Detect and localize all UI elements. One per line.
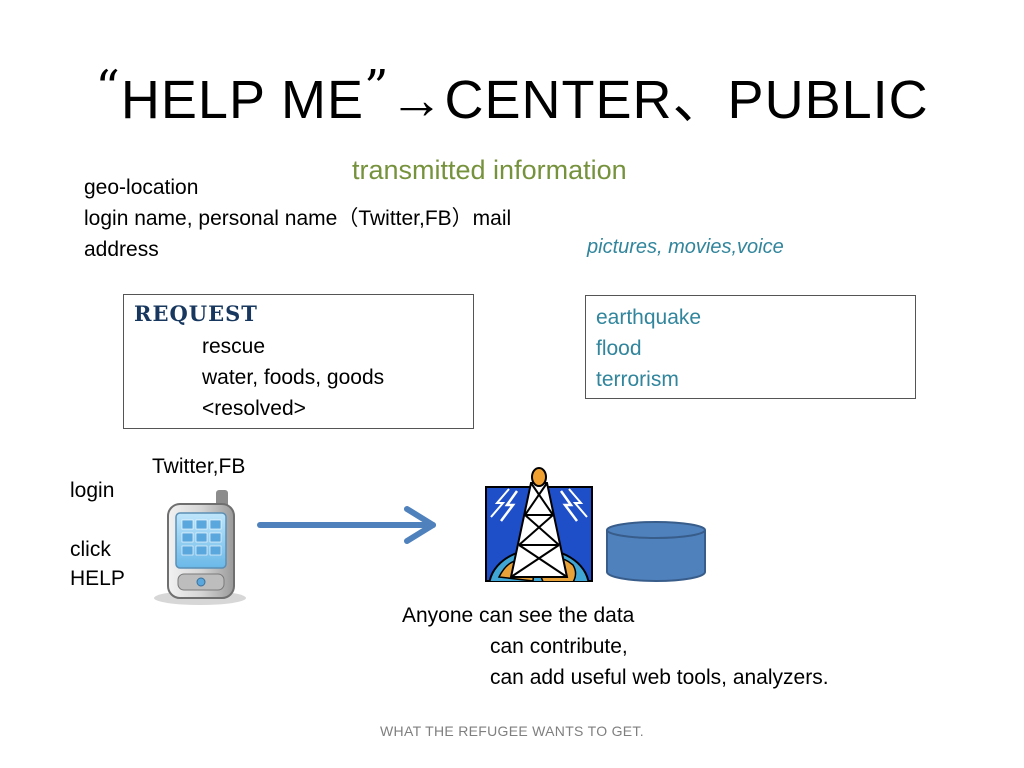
request-item-rescue: rescue [202, 335, 266, 358]
database-icon [606, 521, 706, 582]
disaster-item-flood: flood [596, 337, 642, 360]
request-item-resolved: <resolved> [202, 397, 306, 420]
media-types-label: pictures, movies,voice [587, 236, 784, 258]
click-label: click [70, 538, 111, 561]
request-header: REQUEST [134, 301, 258, 326]
disaster-type-box: earthquake flood terrorism [585, 295, 916, 399]
title-help-me: HELP ME [120, 70, 364, 130]
public-line-web-tools: can add useful web tools, analyzers. [490, 666, 829, 689]
help-label: HELP [70, 567, 125, 590]
disaster-item-earthquake: earthquake [596, 306, 702, 329]
request-box: REQUEST rescue water, foods, goods <reso… [123, 294, 474, 429]
title-close-quote: ” [364, 60, 390, 116]
title-center-public: CENTER、PUBLIC [444, 70, 929, 130]
title-open-quote: “ [95, 60, 121, 116]
disaster-item-terrorism: terrorism [596, 368, 679, 391]
click-help-label: click HELP [70, 535, 125, 593]
public-line-see-data: Anyone can see the data [402, 604, 635, 627]
broadcast-tower-icon [485, 467, 593, 582]
info-line-geo-location: geo-location [84, 176, 199, 199]
slide-subtitle: transmitted information [352, 155, 627, 185]
login-label: login [70, 479, 115, 502]
mobile-phone-icon [154, 490, 246, 605]
info-line-address: address [84, 238, 159, 261]
slide-title: “HELP ME”→CENTER、PUBLIC [0, 55, 1024, 134]
title-arrow: → [389, 70, 445, 130]
public-data-text: Anyone can see the data can contribute, … [402, 600, 829, 693]
request-item-goods: water, foods, goods [202, 366, 385, 389]
right-arrow-icon [257, 506, 436, 544]
info-line-login-name: login name, personal name（Twitter,FB）mai… [84, 207, 512, 230]
public-line-contribute: can contribute, [490, 635, 628, 658]
info-text-block: geo-location login name, personal name（T… [84, 172, 511, 265]
service-label: Twitter,FB [152, 455, 246, 478]
slide-footer: WHAT THE REFUGEE WANTS TO GET. [380, 723, 644, 739]
